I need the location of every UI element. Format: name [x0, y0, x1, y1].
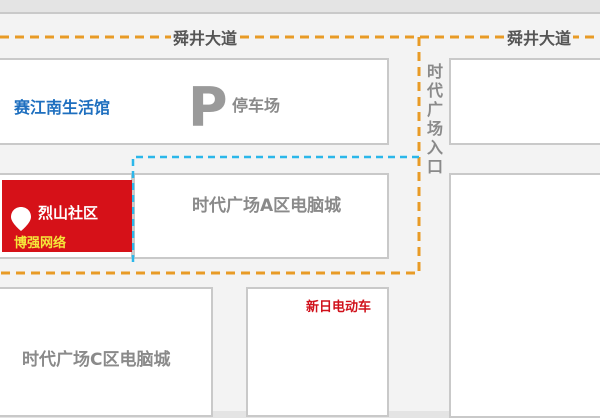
road-middle	[0, 145, 600, 173]
block-building-a	[133, 173, 389, 259]
place-saijiang: 赛江南生活馆	[14, 98, 111, 117]
block-top-right	[449, 58, 600, 145]
block-building-c	[0, 287, 213, 417]
block-saijiang	[0, 58, 389, 145]
road-name-top-left: 舜井大道	[171, 25, 240, 49]
parking-icon: P	[188, 76, 228, 139]
road-name-top-right: 舜井大道	[505, 25, 574, 49]
block-xinri	[246, 287, 389, 417]
marker-title: 烈山社区	[38, 204, 99, 222]
place-building-c: 时代广场C区电脑城	[22, 350, 171, 370]
entrance-label: 时代广场入口	[425, 62, 445, 176]
location-marker[interactable]: 烈山社区 博强网络	[2, 180, 132, 252]
block-right-large	[449, 173, 600, 418]
place-xinri: 新日电动车	[306, 300, 372, 315]
place-parking: 停车场	[232, 96, 281, 115]
place-building-a: 时代广场A区电脑城	[192, 196, 342, 216]
road-vertical-left	[213, 287, 246, 411]
route-orange-path	[0, 35, 600, 275]
map-pin-icon	[11, 207, 31, 231]
map-top-edge	[0, 12, 600, 14]
marker-subtitle: 博强网络	[14, 236, 67, 251]
